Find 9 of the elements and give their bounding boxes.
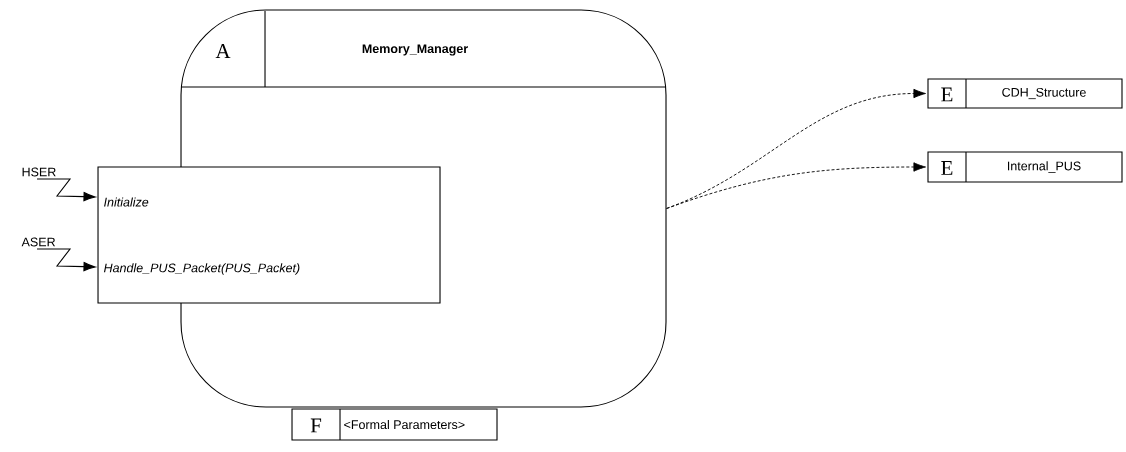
entity-box: F <Formal Parameters>: [291, 408, 498, 441]
operation-box: Initialize Handle_PUS_Packet(PUS_Packet): [97, 166, 441, 304]
signal-arrow: [36, 248, 96, 272]
interface-label: HSER: [22, 167, 56, 177]
interface-label: ASER: [21, 237, 56, 247]
use-arrow: [666, 162, 926, 209]
entity-box: E Internal_PUS: [927, 151, 1123, 183]
entity-box: E CDH_Structure: [927, 78, 1123, 109]
signal-arrow: [36, 178, 96, 202]
